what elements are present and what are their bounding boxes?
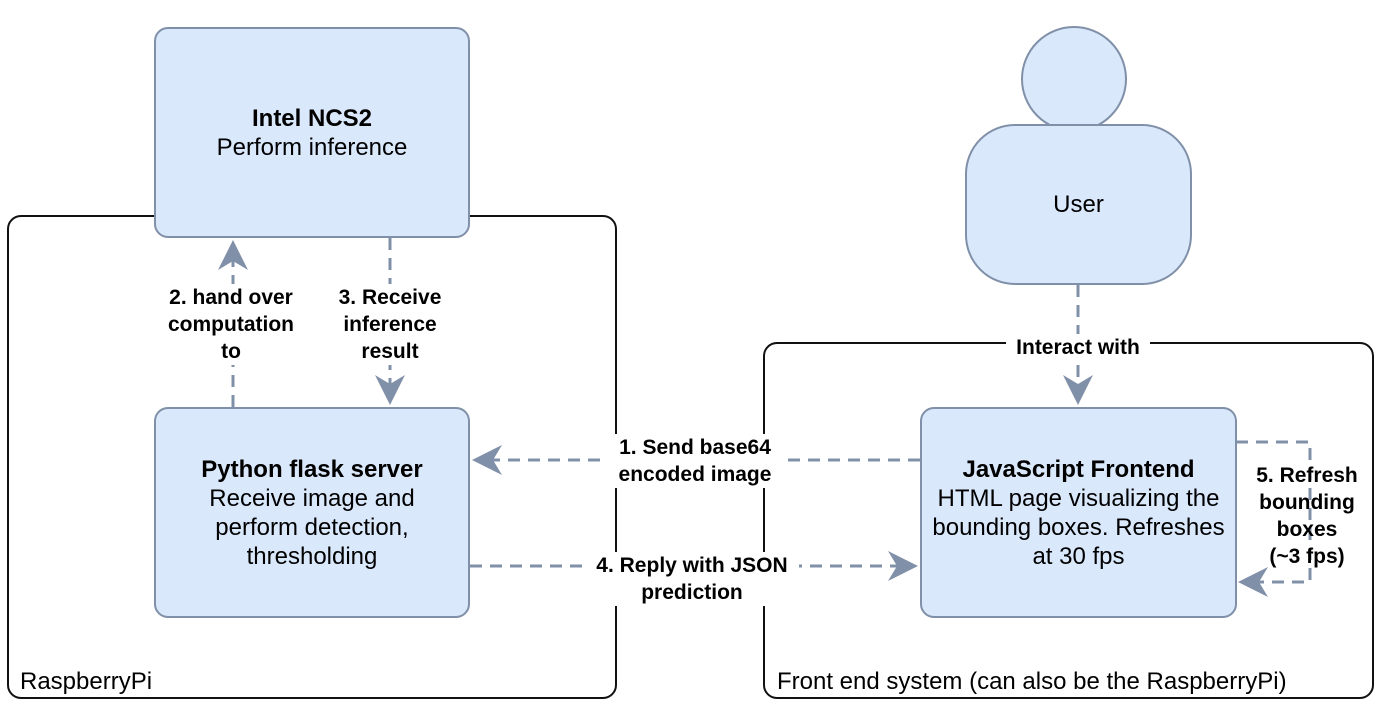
user-head (1021, 26, 1127, 132)
frontend-system-label: Front end system (can also be the Raspbe… (777, 668, 1287, 695)
flask-description: Receive image and perform detection, thr… (209, 484, 415, 570)
intel-ncs2-node: Intel NCS2 Perform inference (154, 27, 470, 238)
ncs2-title: Intel NCS2 (251, 104, 373, 132)
user-label: User (1053, 190, 1104, 218)
edge-label-receive-result: 3. Receive inference result (323, 284, 457, 365)
user-actor: User (965, 26, 1192, 286)
frontend-description: HTML page visualizing the bounding boxes… (932, 484, 1225, 570)
edge-label-send-image: 1. Send base64 encoded image (604, 434, 786, 488)
javascript-frontend-node: JavaScript Frontend HTML page visualizin… (920, 407, 1237, 618)
flask-title: Python flask server (201, 455, 423, 483)
edge-label-interact: Interact with (1006, 334, 1150, 361)
edge-label-reply-json: 4. Reply with JSON prediction (585, 552, 799, 606)
edge-label-refresh: 5. Refresh bounding boxes (~3 fps) (1256, 464, 1358, 568)
frontend-title: JavaScript Frontend (962, 455, 1195, 483)
ncs2-description: Perform inference (216, 133, 408, 161)
edge-label-hand-over: 2. hand over computation to (156, 284, 306, 365)
raspberrypi-label: RaspberryPi (20, 668, 153, 695)
user-body: User (965, 124, 1192, 285)
python-flask-server-node: Python flask server Receive image and pe… (154, 407, 470, 618)
edge-refresh-loop (1236, 440, 1312, 597)
